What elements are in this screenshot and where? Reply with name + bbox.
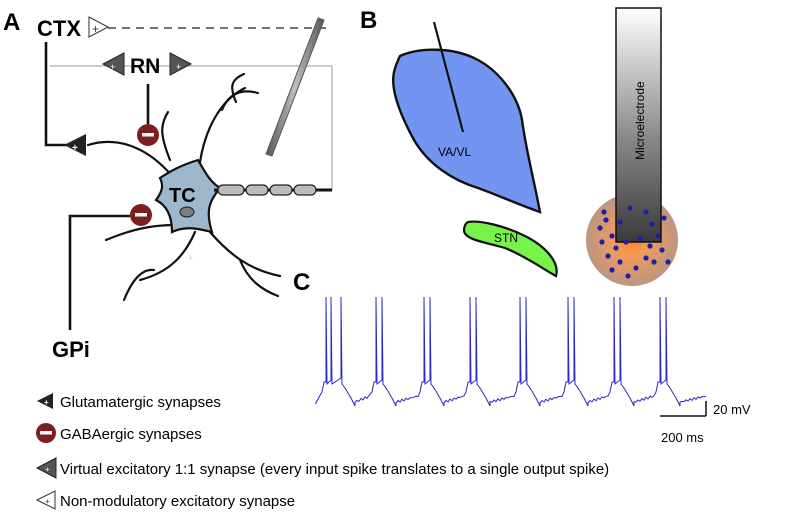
legend: + Glutamatergic synapses GABAergic synap… bbox=[35, 393, 609, 510]
recorded-neurons bbox=[597, 205, 671, 279]
scale-voltage-label: 20 mV bbox=[713, 402, 751, 417]
ctx-output-synapse-icon: + bbox=[88, 16, 110, 38]
tc-dendrites bbox=[86, 72, 282, 302]
vavl-label: VA/VL bbox=[438, 145, 471, 159]
gpi-gabaergic-synapse-icon bbox=[130, 204, 152, 226]
vavl-electrode-track bbox=[432, 21, 465, 133]
svg-text:+: + bbox=[72, 143, 78, 154]
glutamatergic-synapse-icon: + bbox=[37, 393, 53, 409]
tc-nucleus bbox=[179, 206, 195, 218]
vavl-nucleus bbox=[392, 48, 542, 214]
stn-label: STN bbox=[494, 231, 518, 245]
gpi-to-tc-axon bbox=[68, 214, 130, 330]
panel-label-a: A bbox=[3, 9, 20, 36]
legend-text-non-modulatory: Non-modulatory excitatory synapse bbox=[60, 493, 295, 510]
gabaergic-synapse-icon bbox=[36, 423, 56, 443]
legend-text-gabaergic: GABAergic synapses bbox=[60, 426, 202, 443]
virtual-excitatory-synapse-icon: + bbox=[35, 457, 57, 479]
svg-text:+: + bbox=[44, 398, 49, 407]
rn-node: + + bbox=[101, 52, 193, 76]
tc-label: TC bbox=[169, 185, 196, 207]
panel-label-b: B bbox=[360, 7, 377, 34]
svg-text:+: + bbox=[45, 497, 50, 506]
rn-label: RN bbox=[130, 55, 160, 78]
recording-pipette bbox=[265, 17, 325, 157]
rn-gabaergic-synapse-icon bbox=[137, 124, 159, 146]
tc-axon bbox=[214, 184, 332, 196]
non-modulatory-synapse-icon: + bbox=[35, 490, 56, 510]
ctx-glutamatergic-synapse-icon: + bbox=[64, 134, 86, 156]
scale-time-label: 200 ms bbox=[661, 430, 704, 445]
ctx-to-tc-axon bbox=[44, 42, 66, 147]
svg-text:+: + bbox=[176, 62, 181, 72]
svg-text:+: + bbox=[110, 62, 115, 72]
legend-item-gabaergic: GABAergic synapses bbox=[36, 423, 202, 443]
legend-text-glutamatergic: Glutamatergic synapses bbox=[60, 394, 221, 411]
svg-text:+: + bbox=[92, 22, 99, 36]
stn-nucleus bbox=[462, 220, 558, 278]
legend-item-non-modulatory: + Non-modulatory excitatory synapse bbox=[35, 490, 295, 510]
svg-text:+: + bbox=[45, 465, 50, 474]
microelectrode-label: Microelectrode bbox=[633, 81, 647, 160]
legend-text-virtual: Virtual excitatory 1:1 synapse (every in… bbox=[60, 461, 609, 478]
gpi-label: GPi bbox=[52, 337, 90, 362]
tc-cell-body bbox=[154, 158, 222, 234]
faint-mark: + bbox=[188, 253, 193, 263]
membrane-potential-trace bbox=[315, 296, 707, 407]
ctx-label: CTX bbox=[37, 16, 81, 41]
microelectrode bbox=[615, 7, 662, 243]
scale-bar bbox=[660, 401, 707, 417]
panel-label-c: C bbox=[293, 269, 310, 296]
legend-item-glutamatergic: + Glutamatergic synapses bbox=[37, 393, 221, 411]
legend-item-virtual: + Virtual excitatory 1:1 synapse (every … bbox=[35, 457, 609, 479]
